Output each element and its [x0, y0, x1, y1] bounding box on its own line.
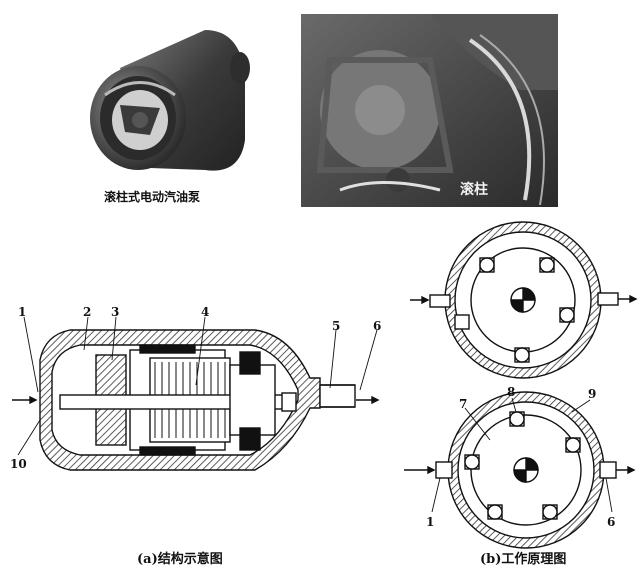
- label-b-6: 6: [607, 515, 615, 529]
- right-photo: 滚柱: [301, 14, 558, 207]
- label-b-9: 9: [588, 387, 596, 401]
- label-a-2: 2: [83, 305, 91, 319]
- label-a-5: 5: [332, 319, 340, 333]
- label-a-6: 6: [373, 319, 381, 333]
- label-b-7: 7: [459, 397, 467, 411]
- label-b-1: 1: [426, 515, 434, 529]
- label-b-8: 8: [507, 385, 515, 399]
- label-a-4: 4: [201, 305, 209, 319]
- photo-overlay-text: 滚柱: [460, 181, 488, 198]
- label-a-3: 3: [111, 305, 119, 319]
- pump-photo-caption: 滚柱式电动汽油泵: [104, 190, 201, 204]
- structure-diagram: [12, 316, 380, 471]
- principle-diagram: [404, 221, 638, 549]
- principle-diagram-caption: (b)工作原理图: [480, 552, 567, 567]
- label-a-1: 1: [18, 305, 26, 319]
- pump-photo: [90, 30, 250, 171]
- structure-diagram-caption: (a)结构示意图: [137, 552, 223, 567]
- label-a-10: 10: [10, 457, 27, 471]
